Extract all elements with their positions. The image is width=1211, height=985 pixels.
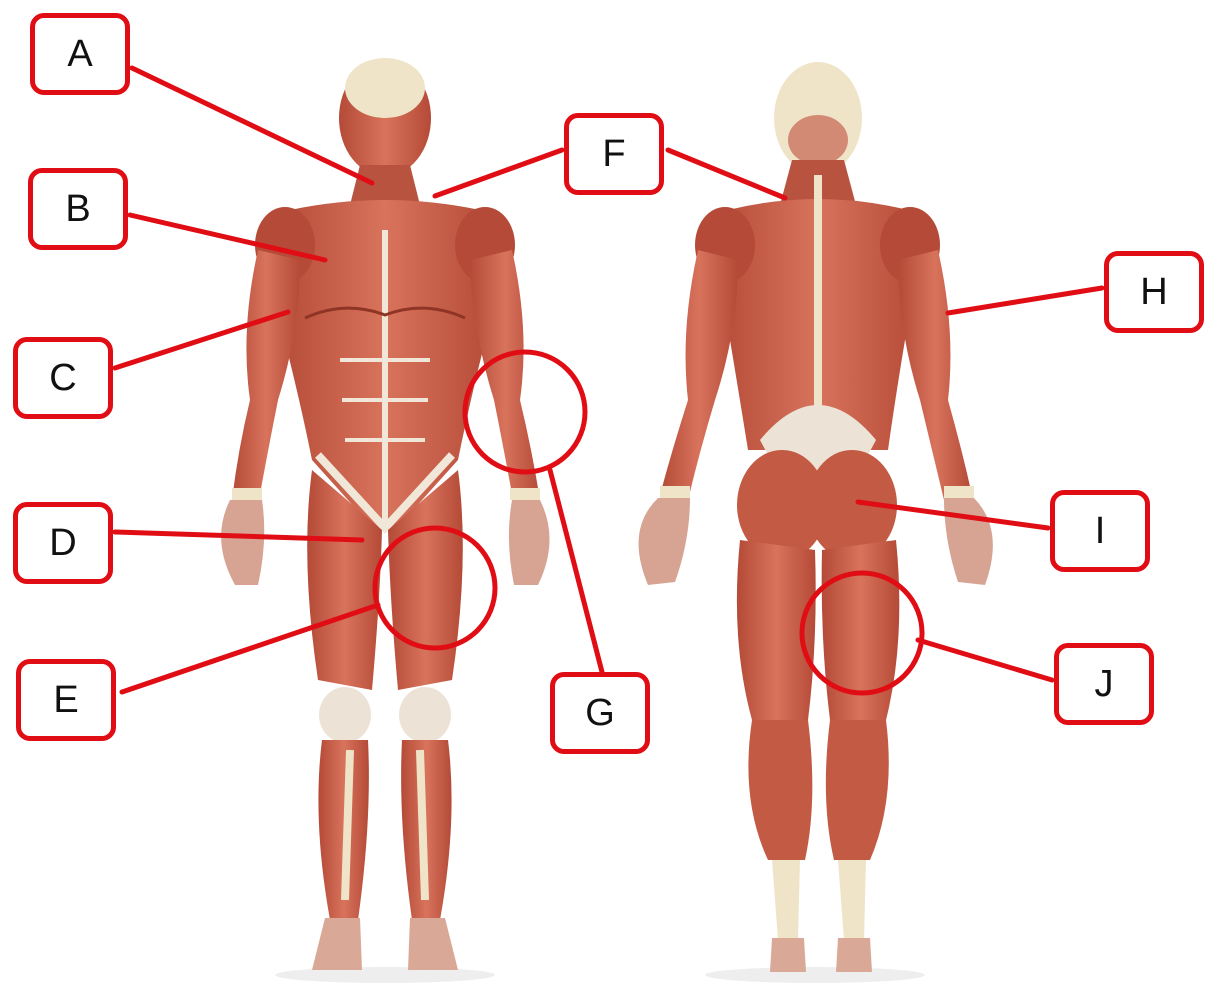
back-arm-right (660, 250, 738, 500)
back-wrist-left (944, 486, 974, 498)
back-calf-right (748, 720, 812, 860)
label-box-c: C (13, 337, 113, 419)
front-knee-left (399, 687, 451, 743)
back-hand-left (944, 498, 993, 585)
front-skull-cap (345, 58, 425, 118)
label-box-j: J (1054, 643, 1154, 725)
label-i-text: I (1095, 512, 1106, 550)
front-arm-right (232, 250, 300, 505)
label-box-h: H (1104, 251, 1204, 333)
label-d-text: D (49, 524, 76, 562)
back-hand-right (639, 498, 690, 585)
front-neck (350, 165, 420, 205)
label-g-text: G (585, 694, 615, 732)
leader-line-j (918, 640, 1052, 680)
label-h-text: H (1140, 273, 1167, 311)
back-achilles-right (772, 860, 800, 940)
front-hand-right (221, 500, 264, 585)
back-head-muscle (788, 115, 848, 165)
leader-line-h (948, 288, 1102, 313)
front-hand-left (509, 500, 550, 585)
label-b-text: B (65, 190, 90, 228)
front-foot-left (408, 918, 458, 970)
back-wrist-right (660, 486, 690, 498)
back-heel-right (770, 938, 806, 972)
front-knee-right (319, 687, 371, 743)
front-tibia-left (420, 750, 425, 900)
front-wrist-left (510, 488, 540, 500)
front-tibia-right (345, 750, 350, 900)
label-j-text: J (1095, 665, 1114, 703)
back-arm-left (898, 250, 972, 500)
label-box-e: E (16, 659, 116, 741)
label-box-g: G (550, 672, 650, 754)
posterior-figure (639, 62, 993, 983)
leader-line-f-right (668, 150, 785, 198)
back-calf-left (826, 720, 889, 860)
leader-line-a (132, 68, 372, 183)
front-wrist-right (232, 488, 262, 500)
back-achilles-left (838, 860, 866, 940)
leader-line-f-left (435, 150, 562, 196)
label-box-f: F (564, 113, 664, 195)
front-foot-right (312, 918, 362, 970)
floor-shadow-back (705, 967, 925, 983)
label-box-a: A (30, 13, 130, 95)
anterior-figure (221, 58, 549, 983)
label-a-text: A (67, 35, 92, 73)
floor-shadow-front (275, 967, 495, 983)
label-box-i: I (1050, 490, 1150, 572)
label-box-b: B (28, 168, 128, 250)
back-heel-left (836, 938, 872, 972)
leader-line-g (550, 470, 602, 672)
label-c-text: C (49, 359, 76, 397)
label-box-d: D (13, 502, 113, 584)
label-e-text: E (53, 681, 78, 719)
label-f-text: F (602, 135, 625, 173)
